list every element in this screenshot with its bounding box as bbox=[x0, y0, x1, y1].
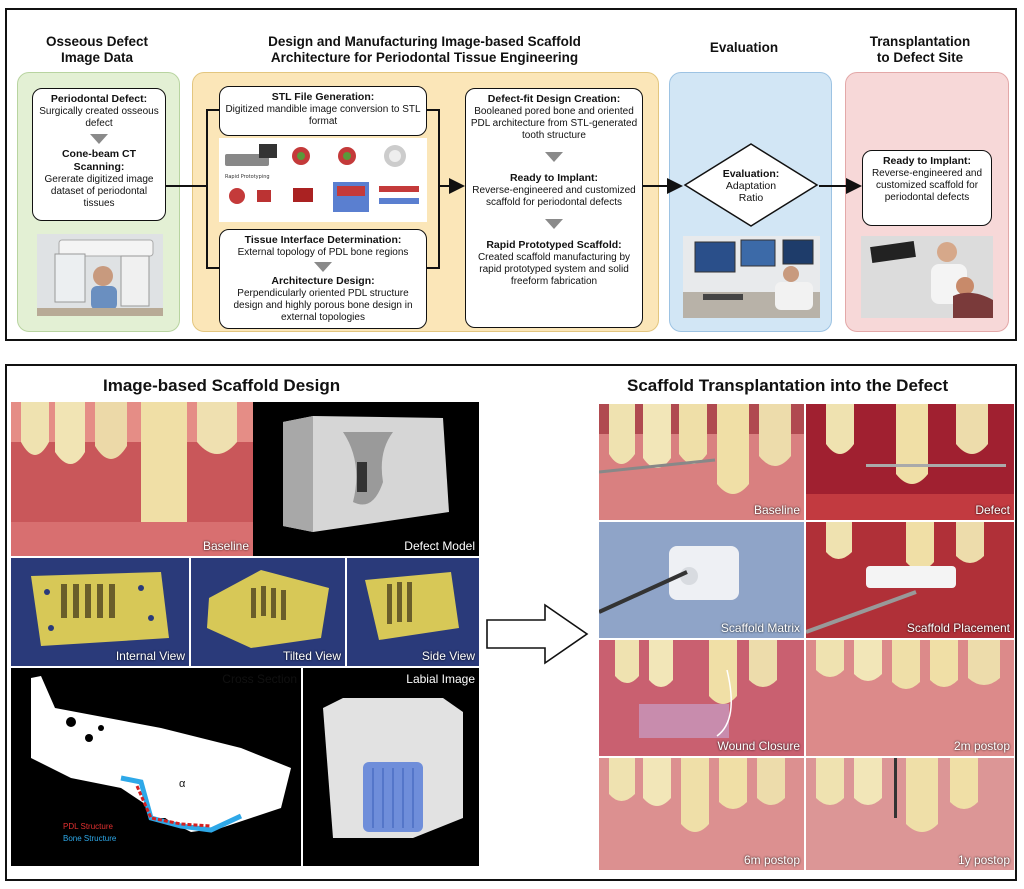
label-side-view: Side View bbox=[421, 649, 475, 663]
architecture-text: Perpendicularly oriented PDL structure d… bbox=[233, 288, 413, 323]
postop-2m-photo: 2m postop bbox=[806, 640, 1014, 756]
cbct-title: Cone-beam CT Scanning: bbox=[61, 148, 137, 173]
down-arrow-icon bbox=[545, 219, 563, 229]
ready-implant-title: Ready to Implant: bbox=[509, 172, 599, 184]
bottom-images-panel: Image-based Scaffold Design Scaffold Tra… bbox=[5, 364, 1017, 881]
stl-text: Digitized mandible image conversion to S… bbox=[225, 104, 421, 127]
stl-title: STL File Generation: bbox=[271, 91, 375, 103]
header-transplantation: Transplantation to Defect Site bbox=[869, 34, 971, 65]
evaluation-title: Evaluation: bbox=[722, 168, 780, 180]
label-cross-section: Cross Section bbox=[222, 672, 297, 686]
side-view-panel: Side View bbox=[347, 558, 479, 666]
cross-section-panel: Cross Section α PDL Structure Bone Struc… bbox=[11, 668, 301, 866]
label-bone-structure: Bone Structure bbox=[63, 834, 117, 843]
defect-photo: Defect bbox=[806, 404, 1014, 520]
label-labial-image: Labial Image bbox=[406, 672, 475, 686]
header-design-manufacturing: Design and Manufacturing Image-based Sca… bbox=[268, 34, 581, 65]
label-tilted-view: Tilted View bbox=[282, 649, 341, 663]
ready-implant-text: Reverse-engineered and customized scaffo… bbox=[472, 185, 636, 208]
dentist-patient-photo bbox=[861, 236, 993, 318]
card-ready-to-implant: Ready to Implant: Reverse-engineered and… bbox=[862, 150, 992, 226]
label-defect: Defect bbox=[975, 503, 1010, 517]
svg-text:Rapid Prototyping: Rapid Prototyping bbox=[225, 174, 270, 180]
defect-model-photo: Defect Model bbox=[253, 402, 479, 556]
stl-process-diagram: Rapid Prototyping bbox=[219, 138, 427, 222]
rapid-prototyped-text: Created scaffold manufacturing by rapid … bbox=[477, 252, 631, 287]
label-alpha: α bbox=[179, 778, 186, 790]
cbct-scanner-photo bbox=[37, 234, 163, 316]
label-baseline-left: Baseline bbox=[202, 539, 249, 553]
down-arrow-icon bbox=[314, 262, 332, 272]
scaffold-matrix-photo: Scaffold Matrix bbox=[599, 522, 804, 638]
label-scaffold-placement: Scaffold Placement bbox=[906, 621, 1010, 635]
labial-image-panel: Labial Image bbox=[303, 668, 479, 866]
implant-title: Ready to Implant: bbox=[882, 155, 972, 167]
image-based-design-title: Image-based Scaffold Design bbox=[103, 376, 341, 395]
surgery-baseline-photo: Baseline bbox=[599, 404, 804, 520]
card-defect-fit-design: Defect-fit Design Creation: Booleaned po… bbox=[465, 88, 643, 328]
label-1y-postop: 1y postop bbox=[957, 853, 1010, 867]
card-stl-file-generation: STL File Generation: Digitized mandible … bbox=[219, 86, 427, 136]
defect-fit-text: Booleaned pored bone and oriented PDL ar… bbox=[470, 106, 638, 141]
wound-closure-photo: Wound Closure bbox=[599, 640, 804, 756]
tilted-view-panel: Tilted View bbox=[191, 558, 345, 666]
baseline-photo: Baseline bbox=[11, 402, 253, 556]
label-2m-postop: 2m postop bbox=[953, 739, 1010, 753]
header-osseous-defect: Osseous Defect Image Data bbox=[45, 34, 149, 65]
label-wound-closure: Wound Closure bbox=[717, 739, 801, 753]
defect-fit-title: Defect-fit Design Creation: bbox=[487, 93, 621, 105]
internal-view-panel: Internal View bbox=[11, 558, 189, 666]
postop-1y-photo: 1y postop bbox=[806, 758, 1014, 870]
right-arrow-icon bbox=[486, 603, 589, 665]
periodontal-defect-text: Surgically created osseous defect bbox=[39, 106, 159, 129]
rapid-prototyped-title: Rapid Prototyped Scaffold: bbox=[486, 239, 622, 251]
cbct-text: Gererate digitized image dataset of peri… bbox=[44, 174, 154, 209]
label-defect-model: Defect Model bbox=[404, 539, 475, 553]
flow-connectors bbox=[166, 109, 862, 269]
periodontal-defect-title: Periodontal Defect: bbox=[50, 93, 148, 105]
tissue-interface-text: External topology of PDL bone regions bbox=[237, 247, 409, 258]
implant-text: Reverse-engineered and customized scaffo… bbox=[871, 168, 983, 203]
evaluation-text: Adaptation Ratio bbox=[725, 180, 777, 204]
card-periodontal-defect: Periodontal Defect: Surgically created o… bbox=[32, 88, 166, 221]
card-architecture-design: Tissue Interface Determination: External… bbox=[219, 229, 427, 329]
postop-6m-photo: 6m postop bbox=[599, 758, 804, 870]
architecture-title: Architecture Design: bbox=[271, 275, 375, 287]
label-internal-view: Internal View bbox=[115, 649, 185, 663]
scaffold-transplantation-title: Scaffold Transplantation into the Defect bbox=[627, 376, 949, 395]
scaffold-placement-photo: Scaffold Placement bbox=[806, 522, 1014, 638]
label-pdl-structure: PDL Structure bbox=[63, 822, 113, 831]
evaluation-diamond: Evaluation: Adaptation Ratio bbox=[683, 142, 819, 228]
evaluation-computer-photo bbox=[683, 236, 820, 318]
top-flowchart-panel: Osseous Defect Image Data Design and Man… bbox=[5, 8, 1017, 341]
down-arrow-icon bbox=[90, 134, 108, 144]
label-scaffold-matrix: Scaffold Matrix bbox=[720, 621, 800, 635]
down-arrow-icon bbox=[545, 152, 563, 162]
label-baseline-right: Baseline bbox=[753, 503, 800, 517]
tissue-interface-title: Tissue Interface Determination: bbox=[244, 234, 402, 246]
label-6m-postop: 6m postop bbox=[743, 853, 800, 867]
header-evaluation: Evaluation bbox=[709, 40, 779, 55]
